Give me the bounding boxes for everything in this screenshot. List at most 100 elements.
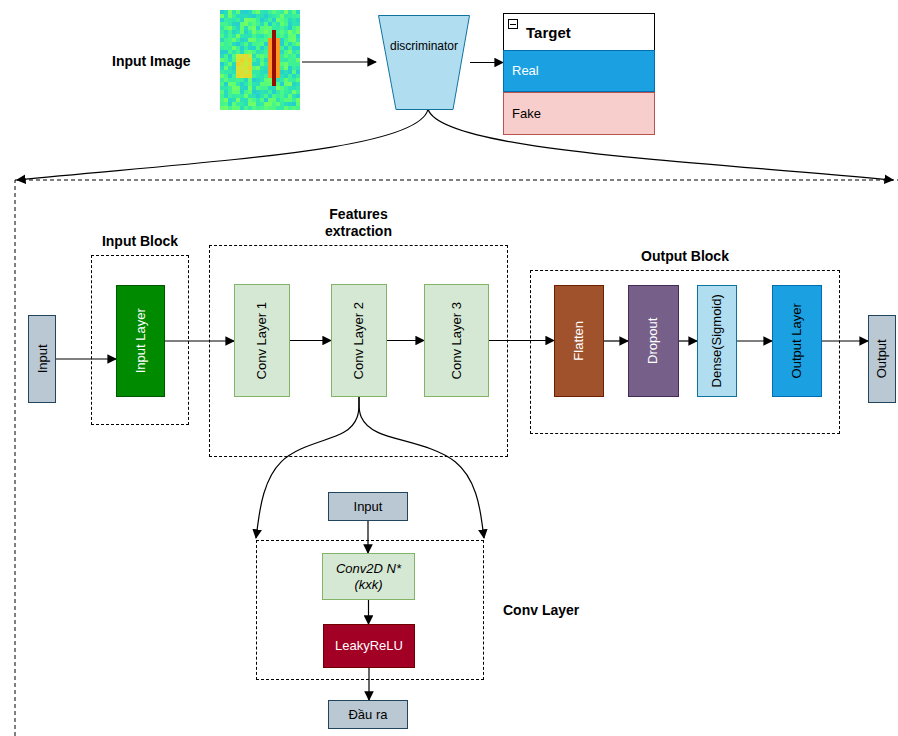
pixel xyxy=(288,106,292,110)
pixel xyxy=(268,54,272,58)
pixel xyxy=(280,34,284,38)
pixel xyxy=(296,38,300,42)
io-box: Đầu ra xyxy=(328,700,408,729)
pixel xyxy=(236,54,240,58)
pixel xyxy=(248,42,252,46)
connector-line xyxy=(822,340,868,341)
pixel xyxy=(244,58,248,62)
block-group: Conv LayerConv2D N*(kxk)LeakyReLU xyxy=(256,540,484,680)
pixel xyxy=(260,78,264,82)
pixel xyxy=(292,102,296,106)
connector-line xyxy=(470,62,503,63)
pixel xyxy=(288,66,292,70)
pixel xyxy=(248,82,252,86)
group-heading: Features extraction xyxy=(313,206,405,240)
pixel xyxy=(244,102,248,106)
activation-box: LeakyReLU xyxy=(323,624,415,668)
node-label: Flatten xyxy=(571,321,587,361)
pixel xyxy=(264,46,268,50)
pixel xyxy=(268,94,272,98)
pixel xyxy=(240,34,244,38)
node-label: Real xyxy=(512,63,539,79)
pixel xyxy=(264,86,268,90)
collapse-icon xyxy=(508,19,518,29)
pixel xyxy=(240,102,244,106)
io-box: Input xyxy=(328,492,408,521)
pixel xyxy=(256,14,260,18)
pixel xyxy=(240,46,244,50)
pixel xyxy=(248,102,252,106)
pixel xyxy=(260,10,264,14)
flow-arrow xyxy=(368,521,369,553)
pixel xyxy=(268,102,272,106)
pixel xyxy=(256,74,260,78)
pixel xyxy=(248,58,252,62)
pixel xyxy=(264,42,268,46)
pixel xyxy=(232,78,236,82)
pixel xyxy=(268,98,272,102)
pixel xyxy=(268,58,272,62)
pixel xyxy=(296,78,300,82)
pixel xyxy=(288,54,292,58)
pixel xyxy=(288,14,292,18)
node-label: Conv2D N*(kxk) xyxy=(334,561,404,592)
pixel xyxy=(256,18,260,22)
group-heading: Conv Layer xyxy=(503,602,579,619)
pixel xyxy=(272,50,276,54)
pixel xyxy=(232,98,236,102)
pixel xyxy=(268,82,272,86)
connector-line xyxy=(604,340,628,341)
pixel xyxy=(272,30,276,34)
pixel xyxy=(244,14,248,18)
pixel xyxy=(248,46,252,50)
pixel xyxy=(288,38,292,42)
pixel xyxy=(236,18,240,22)
pixel xyxy=(272,38,276,42)
pixel xyxy=(244,34,248,38)
pixel xyxy=(292,74,296,78)
pixel xyxy=(264,14,268,18)
connector-line xyxy=(489,340,554,341)
pixel xyxy=(220,54,224,58)
pixel xyxy=(244,18,248,22)
pixel xyxy=(296,74,300,78)
pixel xyxy=(240,66,244,70)
pixel xyxy=(248,70,252,74)
pixel xyxy=(252,58,256,62)
pixel xyxy=(296,98,300,102)
pixel xyxy=(256,30,260,34)
pixel xyxy=(280,14,284,18)
pixel xyxy=(280,94,284,98)
pixel xyxy=(292,46,296,50)
pixel xyxy=(232,70,236,74)
pixel xyxy=(272,82,276,86)
pixel xyxy=(276,62,280,66)
pixel xyxy=(240,30,244,34)
pixel xyxy=(252,94,256,98)
connector-line xyxy=(290,340,331,341)
pixel xyxy=(256,22,260,26)
block-group: Output BlockFlattenDropoutDense(Sigmoid)… xyxy=(530,270,840,434)
pixel xyxy=(284,22,288,26)
pixel xyxy=(280,102,284,106)
pixel xyxy=(228,46,232,50)
pixel xyxy=(260,14,264,18)
pixel xyxy=(252,18,256,22)
pixel xyxy=(292,54,296,58)
io-box: Input xyxy=(28,315,56,403)
pixel xyxy=(228,26,232,30)
pixel xyxy=(280,50,284,54)
pixel xyxy=(260,26,264,30)
pixel xyxy=(288,102,292,106)
flow-arrow xyxy=(489,340,554,341)
pixel xyxy=(224,22,228,26)
node-label: LeakyReLU xyxy=(335,638,403,654)
pixel xyxy=(248,10,252,14)
pixel xyxy=(228,90,232,94)
pixel xyxy=(264,18,268,22)
pixel xyxy=(268,30,272,34)
pixel xyxy=(284,38,288,42)
output-layer-box: Output Layer xyxy=(772,285,822,397)
pixel xyxy=(252,90,256,94)
pixel xyxy=(236,14,240,18)
